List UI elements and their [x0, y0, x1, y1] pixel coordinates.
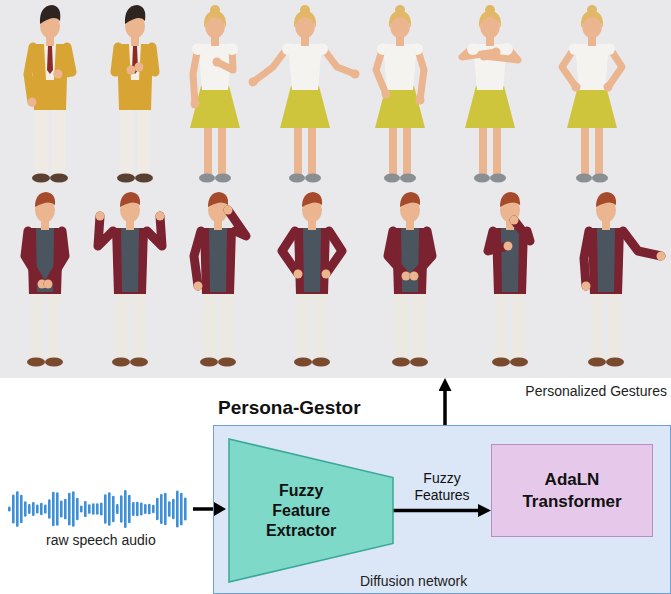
- node-title: AdaLN Transformer: [522, 468, 621, 512]
- character-figure: [249, 5, 360, 183]
- arrow-head: [445, 378, 446, 387]
- node-label: Diffusion network: [360, 573, 467, 589]
- gesture-panel: Personalized Gestures: [0, 0, 671, 378]
- box-fill: [213, 425, 671, 594]
- network-box: Persona-GestorDiffusion networkFuzzy Fea…: [213, 425, 671, 594]
- character-figure: [488, 192, 530, 367]
- character-figure: [190, 5, 240, 183]
- character-figure: [582, 192, 666, 367]
- character-figure: [282, 192, 342, 367]
- character-figure: [562, 5, 622, 183]
- character-figure: [28, 5, 73, 183]
- character-figure: [388, 192, 432, 367]
- character-figure: [25, 192, 65, 367]
- node-title: Fuzzy Feature Extractor: [255, 481, 347, 541]
- flow-arrow: [393, 509, 482, 513]
- character-figure: [375, 5, 425, 183]
- input-label: raw speech audio: [46, 532, 156, 548]
- character-figure: [115, 5, 155, 183]
- arrow-head: [482, 510, 491, 511]
- transformer-box: AdaLN Transformer: [491, 444, 653, 537]
- character-figure: [462, 5, 518, 183]
- trapezoid-shape: [229, 439, 393, 582]
- box-fill: [0, 0, 671, 378]
- edge-label: Fuzzy Features: [400, 470, 484, 505]
- node-title: Personalized Gestures: [525, 383, 667, 399]
- flow-arrow: [443, 387, 447, 425]
- node-title: Persona-Gestor: [218, 397, 361, 419]
- extractor-trapezoid: Fuzzy Feature Extractor: [229, 439, 393, 582]
- gesture-figures: [25, 5, 666, 367]
- character-figure: [194, 192, 247, 367]
- audio-waveform: [8, 490, 226, 528]
- character-figure: [96, 192, 165, 367]
